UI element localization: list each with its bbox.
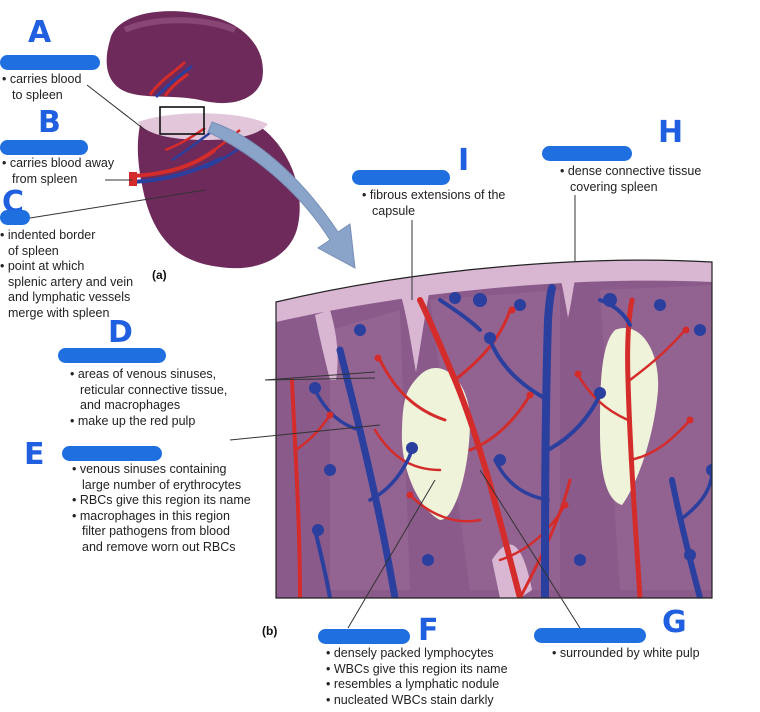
label-e-line: and remove worn out RBCs	[82, 539, 236, 554]
label-g-line: • surrounded by white pulp	[552, 646, 700, 660]
label-i-line: • fibrous extensions of the	[362, 188, 506, 202]
label-e-line: • macrophages in this region	[72, 508, 230, 523]
part-b-label: (b)	[262, 624, 278, 638]
label-b-text: • carries blood away from spleen	[2, 156, 114, 187]
label-h-line: • dense connective tissue	[560, 164, 702, 178]
label-c-line: splenic artery and vein	[8, 274, 134, 289]
answer-blank-c[interactable]	[0, 210, 30, 225]
zoom-arrow	[207, 121, 356, 269]
label-c-text: • indented border of spleen • point at w…	[0, 228, 133, 321]
leader-lines	[29, 84, 581, 629]
label-b-line: • carries blood away	[2, 156, 115, 170]
label-d-line: and macrophages	[80, 398, 181, 412]
label-f-line: • nucleated WBCs stain darkly	[326, 692, 494, 707]
spleen-illustration	[106, 11, 300, 269]
label-e-text: • venous sinuses containing large number…	[72, 462, 251, 555]
handwritten-letter-e: E	[24, 437, 45, 472]
answer-blank-a[interactable]	[0, 55, 100, 70]
handwritten-letter-b: B	[38, 105, 61, 140]
label-c-line: • indented border	[0, 228, 96, 242]
label-i-text: • fibrous extensions of the capsule	[362, 188, 505, 219]
trabecula	[560, 273, 576, 318]
spleen-upper-lobe	[106, 11, 263, 104]
answer-blank-h[interactable]	[542, 146, 632, 161]
label-f-line: • densely packed lymphocytes	[326, 646, 494, 660]
label-e-line: • venous sinuses containing	[72, 462, 227, 476]
handwritten-letter-g: G	[662, 605, 687, 640]
label-e-line: filter pathogens from blood	[82, 524, 231, 538]
label-c-line: and lymphatic vessels	[8, 290, 131, 304]
label-e-line: • RBCs give this region its name	[72, 493, 251, 507]
answer-blank-d[interactable]	[58, 348, 166, 363]
label-b-line: from spleen	[12, 171, 78, 186]
label-h-line: covering spleen	[570, 179, 658, 194]
handwritten-letter-d: D	[108, 315, 133, 350]
label-a-text: • carries blood to spleen	[2, 72, 81, 103]
answer-blank-b[interactable]	[0, 140, 88, 155]
label-a-line: to spleen	[12, 87, 63, 102]
capsule	[276, 260, 712, 322]
handwritten-letter-i: I	[458, 143, 470, 178]
answer-blank-f[interactable]	[318, 629, 410, 644]
label-i-line: capsule	[372, 203, 416, 218]
handwritten-letter-a: A	[28, 15, 52, 50]
answer-blank-g[interactable]	[534, 628, 646, 643]
label-c-line: of spleen	[8, 243, 59, 258]
label-d-text: • areas of venous sinuses, reticular con…	[70, 367, 227, 429]
label-g-text: • surrounded by white pulp	[552, 646, 700, 662]
label-d-line: • make up the red pulp	[70, 413, 196, 428]
label-c-line: • point at which	[0, 259, 85, 273]
zoom-region-box	[159, 106, 205, 135]
label-f-line: • resembles a lymphatic nodule	[326, 677, 500, 691]
label-c-line: merge with spleen	[8, 305, 110, 320]
label-d-line: reticular connective tissue,	[80, 382, 228, 397]
handwritten-letter-h: H	[658, 115, 684, 150]
answer-blank-i[interactable]	[352, 170, 450, 185]
label-a-line: • carries blood	[2, 72, 82, 86]
label-h-text: • dense connective tissue covering splee…	[560, 164, 701, 195]
spleen-lower-body	[137, 120, 300, 269]
label-e-line: large number of erythrocytes	[82, 477, 242, 492]
spleen-section	[275, 259, 713, 599]
label-f-text: • densely packed lymphocytes • WBCs give…	[326, 646, 508, 708]
handwritten-letter-f: F	[418, 613, 439, 648]
label-f-line: • WBCs give this region its name	[326, 661, 508, 676]
label-d-line: • areas of venous sinuses,	[70, 367, 217, 381]
part-a-label: (a)	[152, 268, 167, 282]
answer-blank-e[interactable]	[62, 446, 162, 461]
